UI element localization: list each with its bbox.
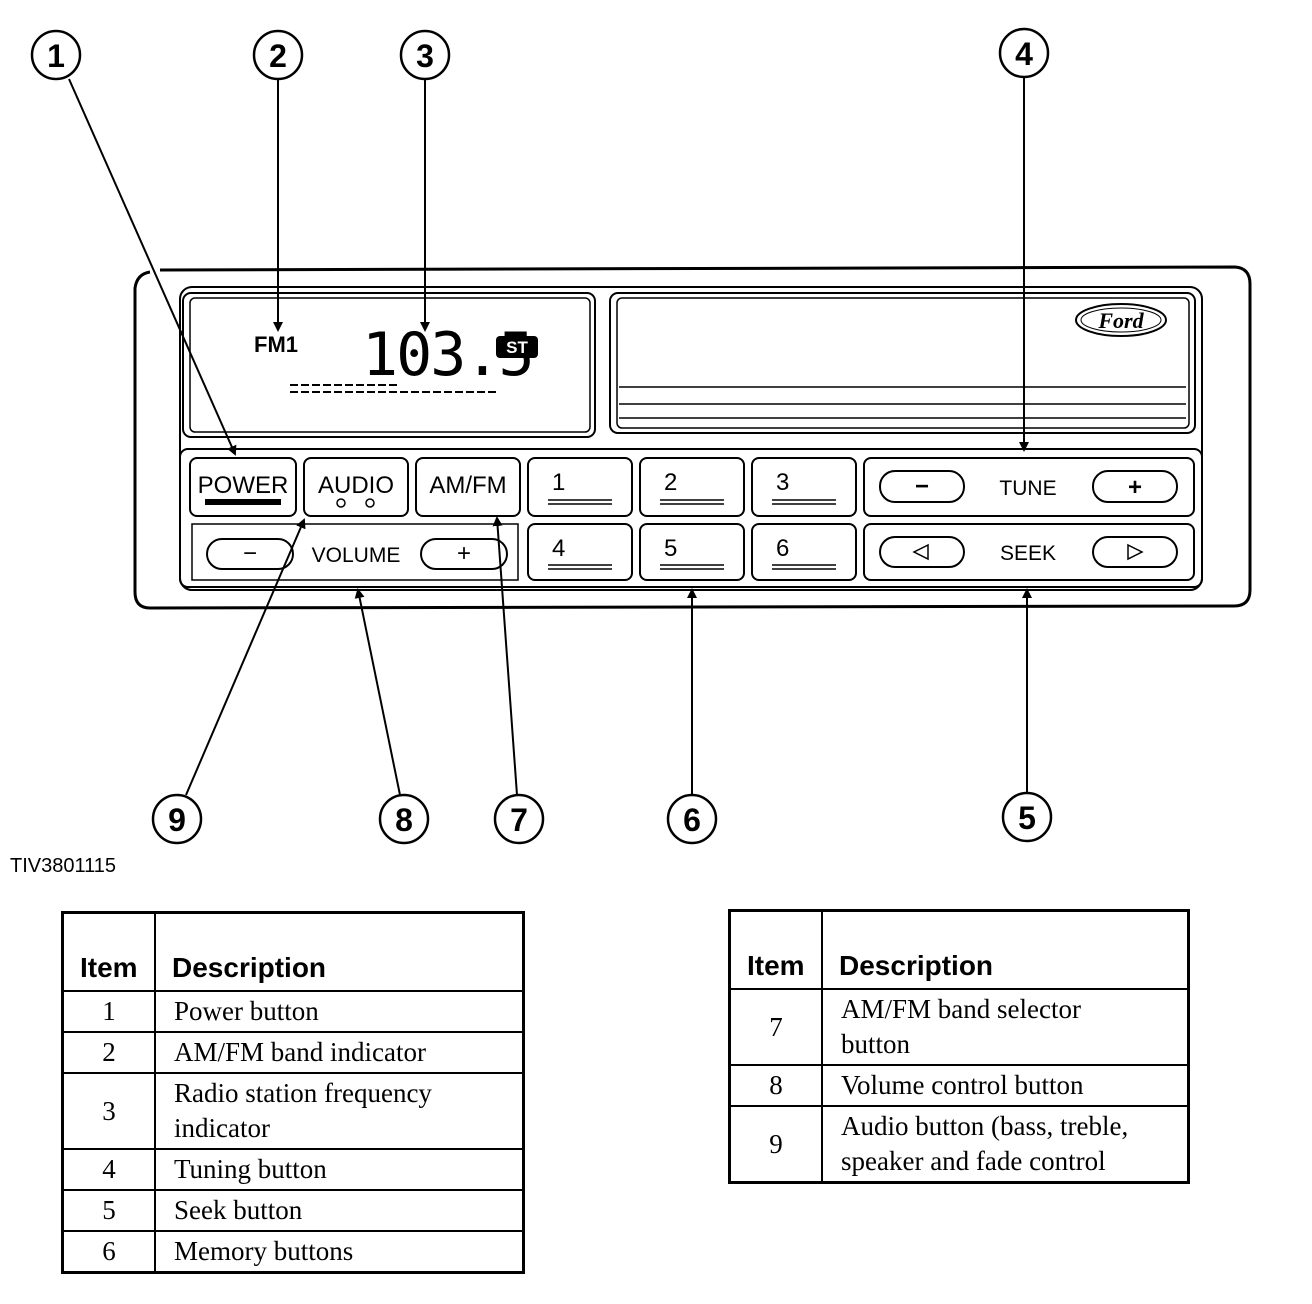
item-column-header: Item bbox=[728, 909, 823, 990]
item-description: Power button bbox=[154, 990, 525, 1033]
callout-2: 2 bbox=[252, 29, 304, 81]
callout-4: 4 bbox=[998, 27, 1050, 79]
item-number: 4 bbox=[61, 1148, 156, 1191]
item-description: Audio button (bass, treble, speaker and … bbox=[821, 1105, 1190, 1184]
svg-text:6: 6 bbox=[683, 802, 701, 838]
callout-6: 6 bbox=[666, 793, 718, 845]
item-number: 5 bbox=[61, 1189, 156, 1232]
item-number: 6 bbox=[61, 1230, 156, 1274]
volume-minus[interactable]: − bbox=[243, 540, 257, 567]
callout-3: 3 bbox=[399, 29, 451, 81]
seek-forward-icon[interactable] bbox=[1127, 543, 1144, 561]
svg-text:1: 1 bbox=[47, 38, 65, 74]
tune-plus[interactable]: + bbox=[1128, 474, 1142, 501]
preset-3-label: 3 bbox=[776, 469, 789, 496]
callout-5: 5 bbox=[1001, 791, 1053, 843]
svg-text:5: 5 bbox=[1018, 800, 1036, 836]
power-label: POWER bbox=[198, 472, 289, 499]
svg-text:4: 4 bbox=[1015, 36, 1033, 72]
item-description: Memory buttons bbox=[154, 1230, 525, 1274]
preset-5-button[interactable]: 5 bbox=[639, 523, 745, 581]
preset-6-button[interactable]: 6 bbox=[751, 523, 857, 581]
volume-plus[interactable]: + bbox=[457, 540, 471, 567]
item-number: 1 bbox=[61, 990, 156, 1033]
preset-2-button[interactable]: 2 bbox=[639, 457, 745, 517]
callout-markers: 1 2 3 4 5 6 7 8 9 bbox=[30, 27, 1053, 845]
seek-label: SEEK bbox=[1000, 542, 1056, 565]
radio-diagram: FM1 103.5 ST Ford POWER AUDIO AM/FM − VO… bbox=[30, 27, 1252, 845]
svg-text:7: 7 bbox=[510, 802, 528, 838]
description-column-header: Description bbox=[821, 909, 1190, 990]
preset-4-label: 4 bbox=[552, 535, 565, 562]
callout-1: 1 bbox=[30, 29, 82, 81]
item-number: 3 bbox=[61, 1072, 156, 1150]
table-header-row: Item Description bbox=[61, 911, 525, 992]
svg-text:3: 3 bbox=[416, 38, 434, 74]
table-header-row: Item Description bbox=[728, 909, 1190, 990]
power-button[interactable]: POWER bbox=[189, 457, 297, 517]
svg-text:9: 9 bbox=[168, 802, 186, 838]
audio-button[interactable]: AUDIO bbox=[303, 457, 409, 517]
callout-8: 8 bbox=[378, 793, 430, 845]
tune-minus[interactable]: − bbox=[915, 473, 929, 500]
tune-label: TUNE bbox=[999, 477, 1056, 500]
item-description: Radio station frequency indicator bbox=[154, 1072, 525, 1150]
svg-text:8: 8 bbox=[395, 802, 413, 838]
svg-text:2: 2 bbox=[269, 38, 287, 74]
item-number: 8 bbox=[728, 1064, 823, 1107]
preset-buttons: 1 2 3 4 5 6 bbox=[527, 457, 857, 581]
seek-back-icon[interactable] bbox=[912, 543, 929, 561]
ford-logo: Ford bbox=[1075, 303, 1167, 337]
svg-text:Ford: Ford bbox=[1097, 308, 1144, 333]
preset-1-button[interactable]: 1 bbox=[527, 457, 633, 517]
tune-control[interactable]: − TUNE + bbox=[863, 457, 1195, 517]
preset-5-label: 5 bbox=[664, 535, 677, 562]
preset-3-button[interactable]: 3 bbox=[751, 457, 857, 517]
item-description: AM/FM band selector button bbox=[821, 988, 1190, 1066]
callout-7: 7 bbox=[493, 793, 545, 845]
preset-1-label: 1 bbox=[552, 469, 565, 496]
lcd-display: FM1 103.5 ST bbox=[254, 320, 538, 393]
amfm-label: AM/FM bbox=[429, 472, 506, 499]
item-description: Volume control button bbox=[821, 1064, 1190, 1107]
audio-label: AUDIO bbox=[318, 472, 394, 499]
stereo-indicator: ST bbox=[506, 338, 528, 357]
item-number: 9 bbox=[728, 1105, 823, 1184]
band-indicator: FM1 bbox=[254, 332, 298, 357]
item-description: AM/FM band indicator bbox=[154, 1031, 525, 1074]
radio-faceplate bbox=[133, 265, 1252, 610]
preset-4-button[interactable]: 4 bbox=[527, 523, 633, 581]
volume-control[interactable]: − VOLUME + bbox=[191, 523, 519, 581]
item-description: Seek button bbox=[154, 1189, 525, 1232]
amfm-button[interactable]: AM/FM bbox=[415, 457, 521, 517]
description-column-header: Description bbox=[154, 911, 525, 992]
callout-9: 9 bbox=[151, 793, 203, 845]
preset-2-label: 2 bbox=[664, 469, 677, 496]
item-number: 2 bbox=[61, 1031, 156, 1074]
item-column-header: Item bbox=[61, 911, 156, 992]
preset-6-label: 6 bbox=[776, 535, 789, 562]
seek-control[interactable]: SEEK bbox=[863, 523, 1195, 581]
item-description: Tuning button bbox=[154, 1148, 525, 1191]
figure-id: TIV3801115 bbox=[10, 855, 117, 877]
item-number: 7 bbox=[728, 988, 823, 1066]
leader-lines bbox=[68, 78, 1032, 796]
volume-label: VOLUME bbox=[312, 544, 401, 567]
